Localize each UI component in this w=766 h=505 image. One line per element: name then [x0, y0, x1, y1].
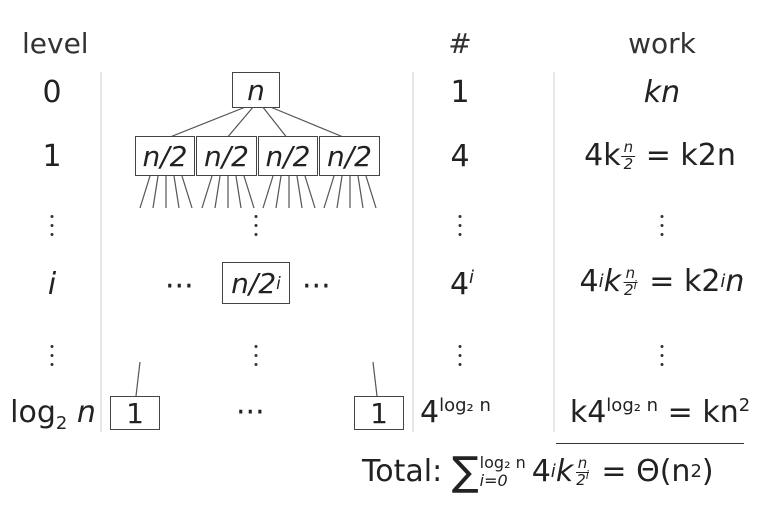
count-level-log: 4log₂ n — [420, 395, 491, 430]
header-level: level — [22, 27, 89, 60]
work-vdots-2 — [660, 345, 664, 366]
level-log: log2 n — [10, 395, 96, 434]
level-0: 0 — [42, 75, 62, 110]
level-1: 1 — [42, 139, 62, 174]
tree-level1-node: n/2 — [196, 136, 257, 176]
header-count: # — [448, 27, 472, 60]
count-level-1: 4 — [450, 139, 470, 174]
count-vdots-1 — [458, 215, 462, 236]
separator-count-work — [553, 72, 555, 432]
tree-leaf-node: 1 — [110, 396, 160, 430]
tree-leaf-node: 1 — [354, 396, 404, 430]
tree-level1-node: n/2 — [258, 136, 318, 176]
tree-vdots-1 — [254, 215, 258, 236]
work-level-0: kn — [643, 75, 681, 110]
tree-ellipsis-left: ··· — [165, 269, 194, 304]
count-level-i: 4i — [449, 267, 475, 302]
count-vdots-2 — [458, 345, 462, 366]
tree-level1-node: n/2 — [135, 136, 195, 176]
total-rule — [556, 443, 744, 444]
level-vdots-1 — [50, 215, 54, 236]
work-level-log: k4log₂ n = kn2 — [569, 395, 751, 430]
tree-level1-node: n/2 — [319, 136, 380, 176]
tree-ellipsis-right: ··· — [302, 269, 331, 304]
level-i: i — [47, 267, 57, 302]
work-vdots-1 — [660, 215, 664, 236]
tree-root-node: n — [232, 72, 280, 108]
tree-leaf-ellipsis: ··· — [236, 395, 265, 430]
count-level-0: 1 — [450, 75, 470, 110]
header-work: work — [628, 27, 696, 60]
tree-vdots-2 — [254, 345, 258, 366]
separator-tree-count — [412, 72, 414, 432]
level-vdots-2 — [50, 345, 54, 366]
separator-level-tree — [100, 72, 102, 432]
